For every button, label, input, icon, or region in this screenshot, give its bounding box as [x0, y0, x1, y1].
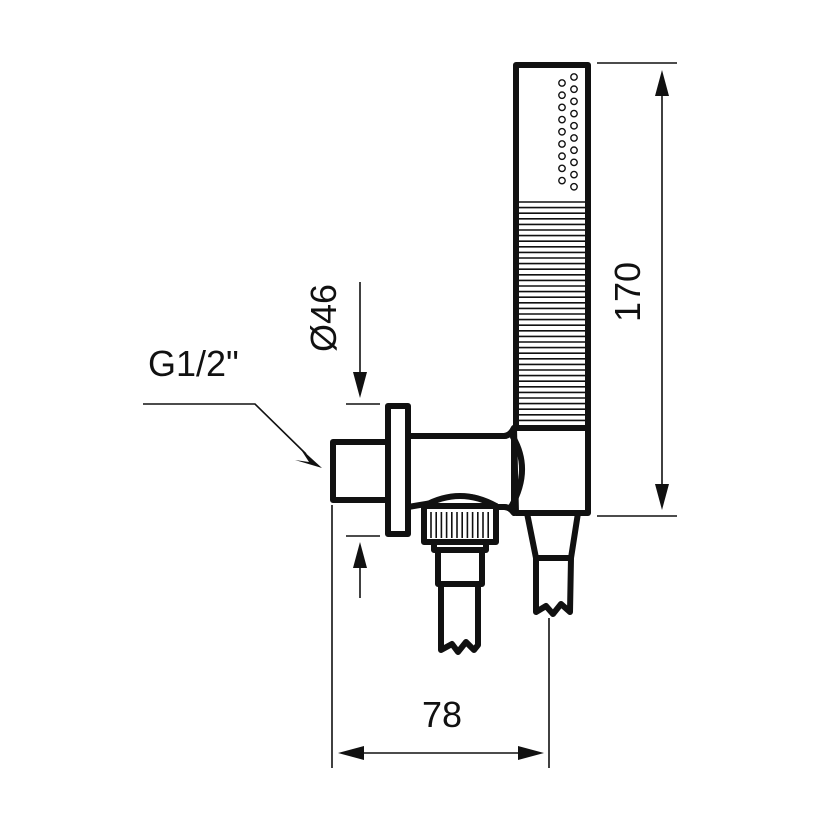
- arrow-up-icon: [353, 542, 367, 568]
- outlet-body: [405, 425, 525, 516]
- wall-thread-connector: [330, 439, 391, 503]
- knurl-lines: [430, 512, 490, 538]
- hose-right: [524, 510, 581, 617]
- wall-flange: [385, 403, 411, 537]
- depth-label: 78: [422, 694, 462, 735]
- dimension-height: 170: [597, 62, 677, 517]
- height-label: 170: [607, 262, 648, 322]
- arrow-down-icon: [353, 372, 367, 398]
- knurled-hose-nut: [421, 493, 499, 587]
- diameter-label: Ø46: [303, 284, 344, 352]
- arrow-up-icon: [655, 70, 669, 96]
- spray-nozzles-icon: [558, 73, 578, 191]
- dimension-depth: 78: [331, 505, 550, 768]
- arrow-right-icon: [518, 746, 544, 760]
- arrow-down-icon: [655, 484, 669, 510]
- handset-holder: [511, 425, 591, 516]
- thread-label: G1/2": [148, 343, 239, 384]
- hand-shower: [513, 62, 591, 433]
- arrow-left-icon: [338, 746, 364, 760]
- grip-ribs: [519, 201, 585, 422]
- hose-left: [438, 581, 481, 655]
- dimension-diameter: Ø46: [303, 282, 380, 598]
- leader-arrow-icon: [295, 448, 322, 468]
- dimension-thread: G1/2": [143, 343, 322, 468]
